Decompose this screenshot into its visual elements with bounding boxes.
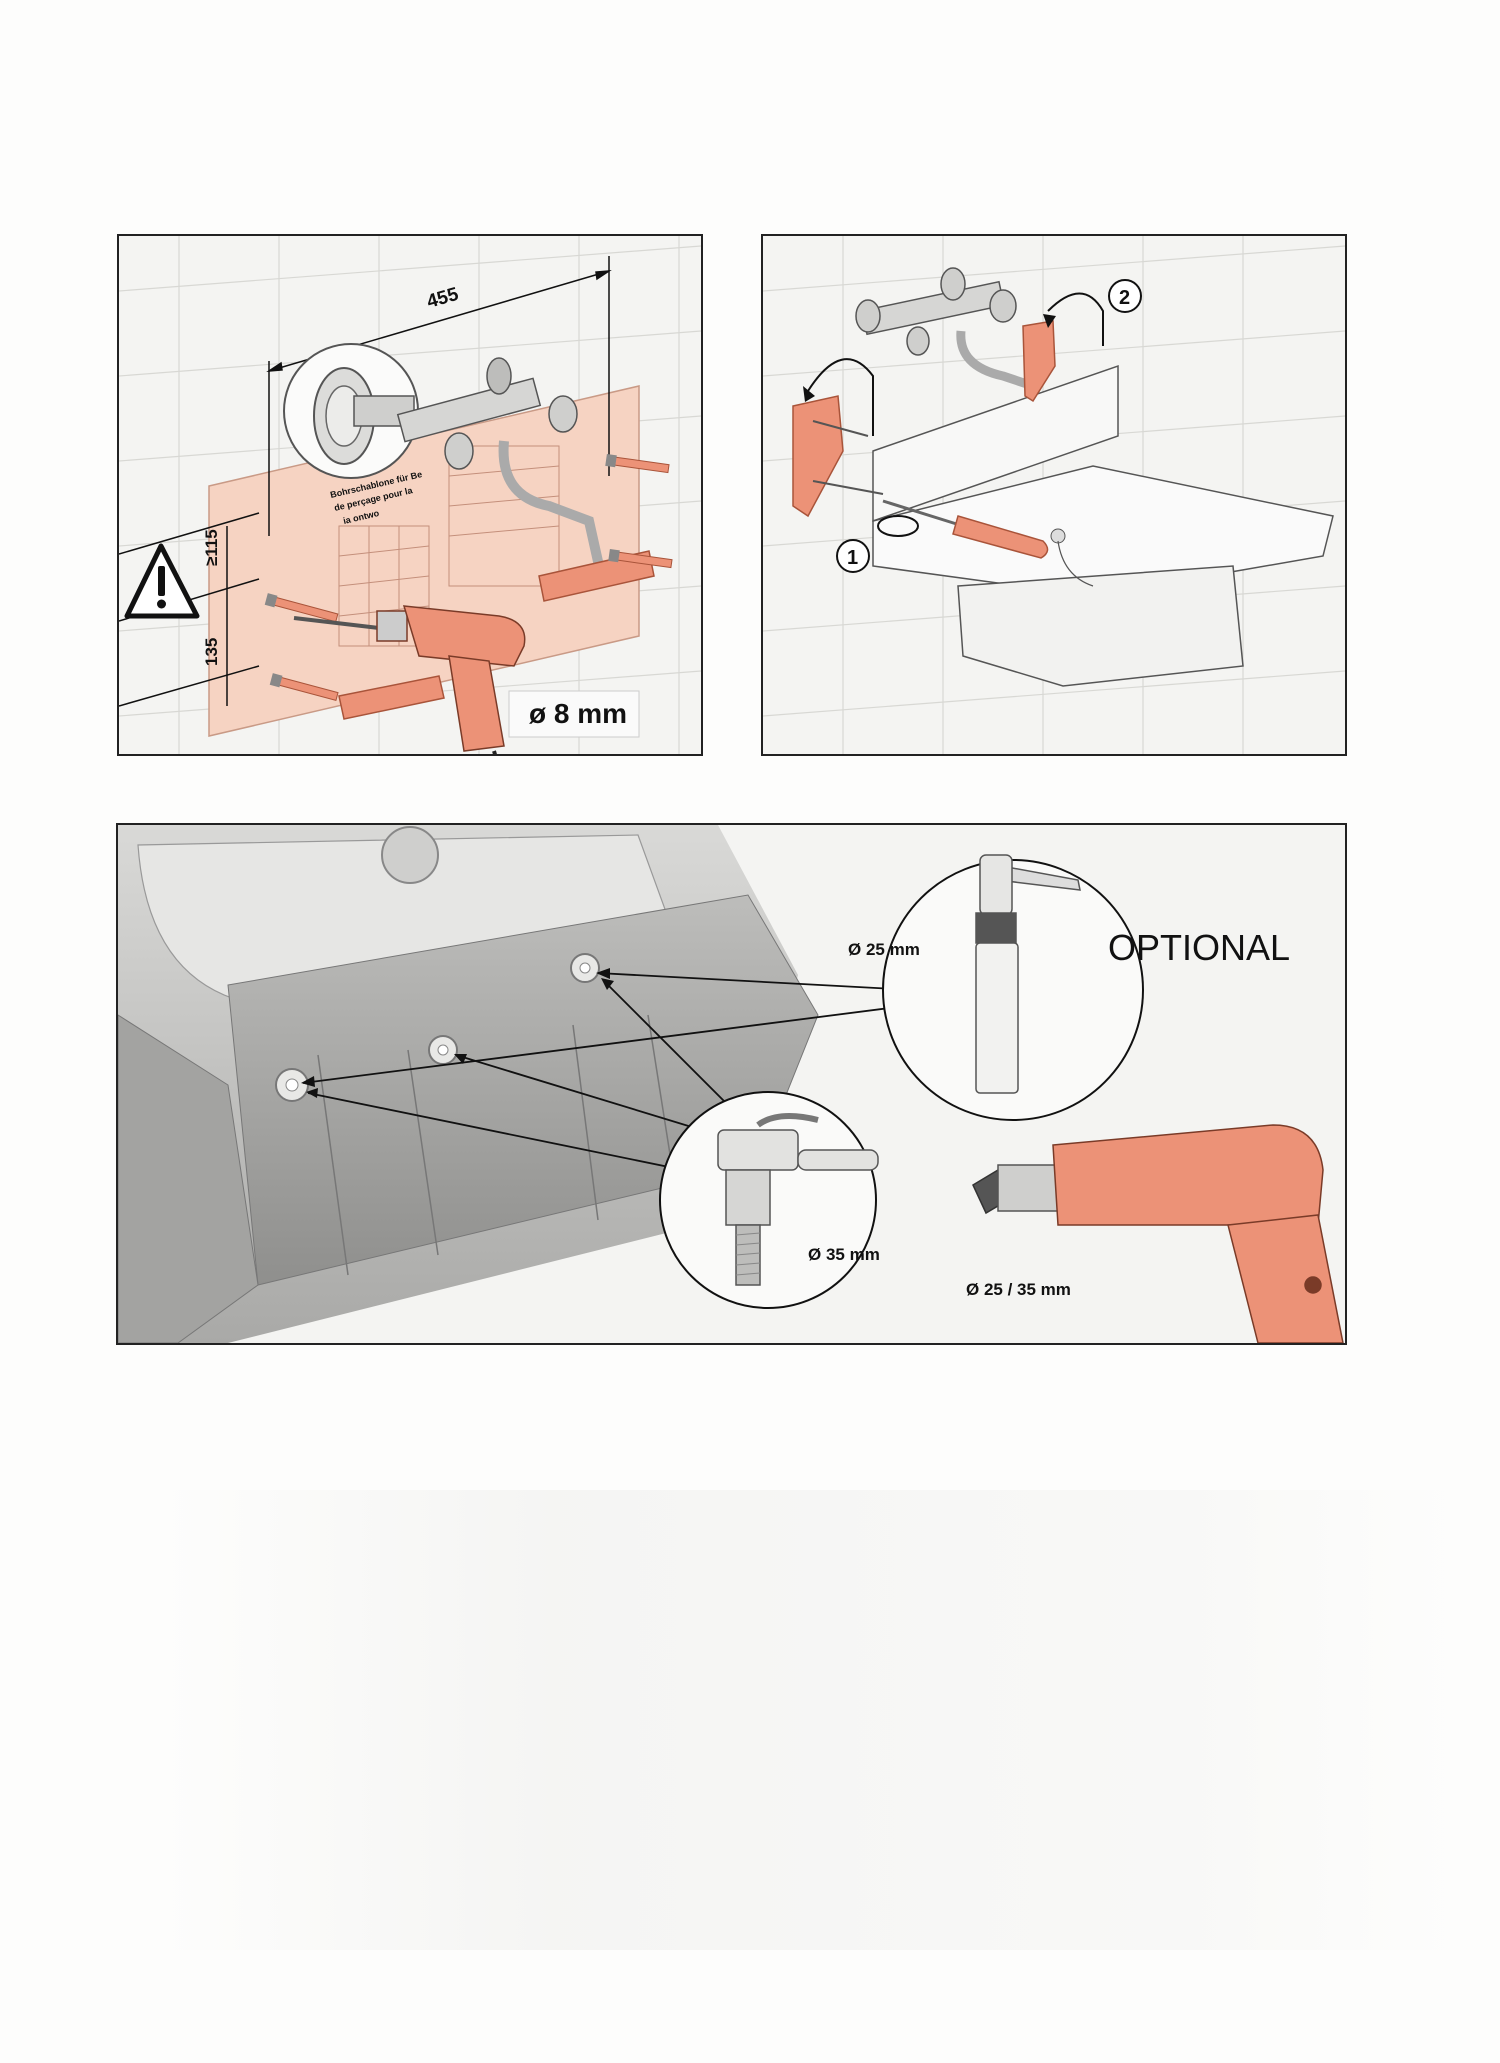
warning-icon bbox=[124, 543, 200, 619]
sink-mounting-illustration: 1 2 bbox=[763, 236, 1345, 754]
mixer-faucet bbox=[717, 1113, 879, 1286]
sink-basin bbox=[957, 565, 1244, 687]
step-1-badge bbox=[836, 539, 870, 573]
sink-front-panel bbox=[118, 1014, 259, 1343]
upper-height-label: ≥115 bbox=[202, 529, 221, 566]
drilling-template bbox=[208, 385, 640, 737]
sink-ledge bbox=[227, 894, 819, 1286]
tap-holes bbox=[275, 953, 600, 1102]
drain-chain bbox=[1057, 540, 1094, 587]
blank-page-area bbox=[160, 1490, 1460, 1950]
optional-holes-illustration: Ø 25 mm OPTIONAL Ø 35 mm Ø 25 / 35 mm bbox=[118, 825, 1344, 1343]
drill-size-label: ø 8 mm bbox=[529, 698, 627, 729]
drain-hole bbox=[381, 826, 439, 884]
wooden-board-lower bbox=[338, 675, 445, 720]
electric-drill bbox=[293, 605, 526, 754]
bracket-screws bbox=[812, 420, 884, 495]
drill-with-hole-saw bbox=[972, 1124, 1344, 1343]
step-2-label: 2 bbox=[1119, 287, 1130, 309]
width-dimension-label: 455 bbox=[425, 284, 462, 313]
soap-dispenser bbox=[975, 854, 1081, 1094]
screwdriver bbox=[882, 499, 1049, 559]
hole-arrows bbox=[302, 972, 914, 1176]
faucet-diameter-label: Ø 35 mm bbox=[808, 1245, 880, 1264]
panel-sink-mounting: 1 2 bbox=[761, 234, 1347, 756]
hole-saw-diameter-label: Ø 25 / 35 mm bbox=[966, 1280, 1071, 1299]
wall-screws bbox=[264, 453, 673, 702]
arrow-heads bbox=[803, 314, 1056, 402]
step-2-badge bbox=[1108, 279, 1142, 313]
optional-label: OPTIONAL bbox=[1108, 927, 1290, 968]
panel-wall-drilling: Bohrschablone für Be de perçage pour la … bbox=[117, 234, 703, 756]
wall-drilling-illustration: Bohrschablone für Be de perçage pour la … bbox=[119, 236, 701, 754]
dispenser-diameter-label: Ø 25 mm bbox=[848, 940, 920, 959]
wall-mixer-faucet bbox=[396, 357, 604, 568]
step-1-label: 1 bbox=[847, 547, 858, 569]
left-bracket bbox=[792, 395, 844, 518]
drill-size-box bbox=[508, 690, 640, 738]
sink-rim bbox=[872, 465, 1334, 597]
panel-optional-holes: Ø 25 mm OPTIONAL Ø 35 mm Ø 25 / 35 mm bbox=[116, 823, 1347, 1345]
rotation-arrows bbox=[807, 292, 1104, 537]
mount-detail-magnifier bbox=[283, 343, 419, 479]
drain-plug bbox=[1050, 528, 1066, 544]
arrow-heads bbox=[301, 968, 614, 1098]
wall-mixer-faucet bbox=[855, 267, 1043, 422]
lower-height-label: 135 bbox=[202, 638, 221, 666]
